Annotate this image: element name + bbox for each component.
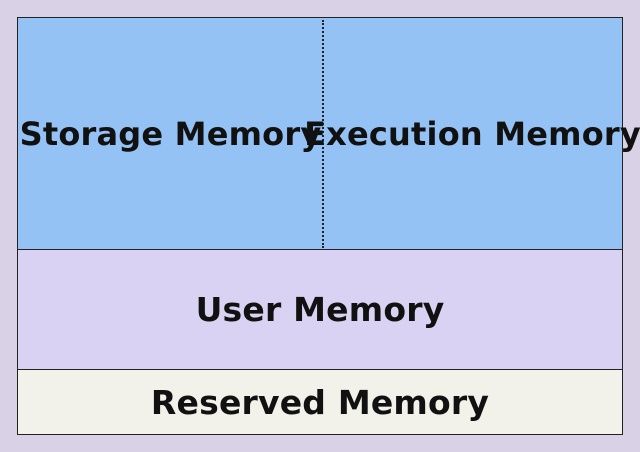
memory-layout-diagram: Storage Memory Execution Memory User Mem… bbox=[17, 17, 640, 435]
execution-memory-label: Execution Memory bbox=[304, 114, 640, 153]
user-memory-label: User Memory bbox=[195, 290, 445, 329]
reserved-memory-label: Reserved Memory bbox=[150, 382, 490, 422]
user-memory-region: User Memory bbox=[18, 250, 622, 370]
storage-memory-region: Storage Memory bbox=[18, 18, 323, 249]
unified-memory-region: Storage Memory Execution Memory bbox=[18, 18, 640, 250]
storage-memory-label: Storage Memory bbox=[19, 114, 322, 153]
execution-memory-region: Execution Memory bbox=[304, 18, 640, 249]
storage-execution-divider bbox=[322, 20, 324, 248]
reserved-memory-region: Reserved Memory bbox=[18, 370, 622, 434]
